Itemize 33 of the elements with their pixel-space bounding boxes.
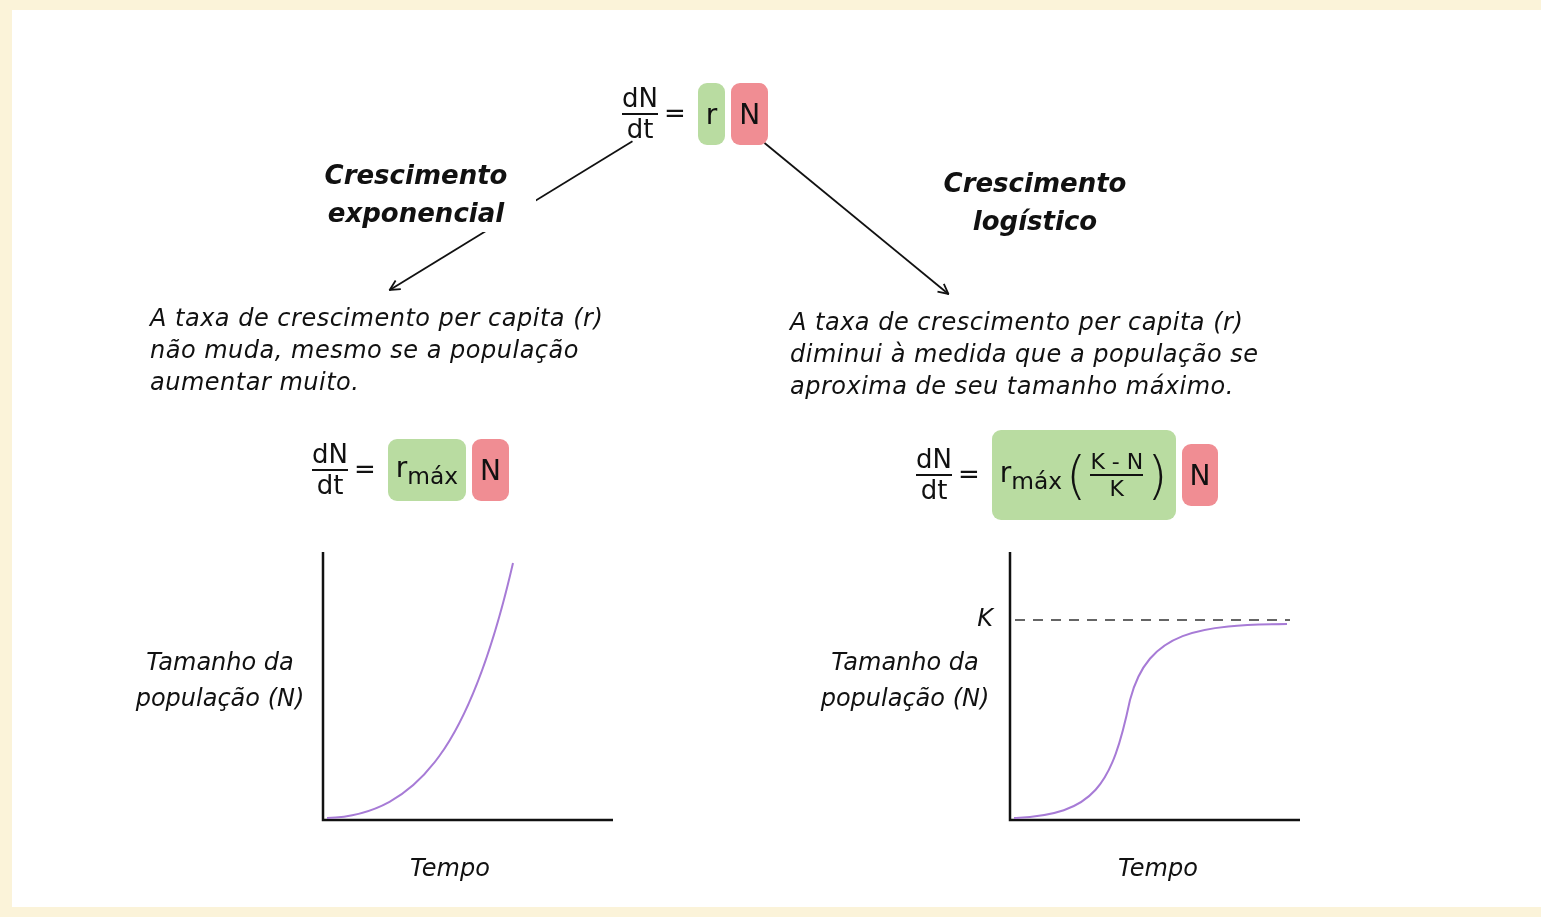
equals-sign: = — [957, 461, 980, 489]
fraction-denominator: K — [1109, 477, 1124, 501]
population-term — [1181, 444, 1219, 506]
axis-label: Tamanho da população (N) — [819, 647, 991, 714]
rate-symbol: r$_{máx}$ — [999, 455, 1063, 495]
population-symbol: N — [480, 453, 502, 487]
parenthesis: ) — [1147, 449, 1168, 501]
fraction-numerator: dN — [916, 445, 952, 473]
fraction-denominator: dt — [626, 116, 654, 144]
axis-label: Tempo — [1117, 853, 1199, 884]
description-text: A taxa de crescimento per capita (r) não muda, mesmo se a população aumentar muito. — [150, 302, 620, 398]
axis-label: K — [976, 603, 995, 634]
population-term — [472, 439, 510, 501]
description-text: A taxa de crescimento per capita (r) diminui à medida que a população se aproxima de seu tamanho máximo. — [790, 306, 1270, 402]
population-term — [731, 83, 769, 145]
equals-sign: = — [663, 100, 686, 128]
rate-term — [697, 83, 726, 145]
parenthesis: ( — [1066, 449, 1087, 501]
arrow — [763, 142, 950, 295]
rate-term — [387, 439, 467, 501]
fraction-numerator: K - N — [1090, 449, 1144, 473]
fraction-denominator: dt — [920, 477, 948, 505]
equals-sign: = — [353, 456, 376, 484]
fraction-denominator: dt — [316, 472, 344, 500]
axis-label: Tempo — [409, 853, 491, 884]
rate-symbol: r — [705, 97, 718, 131]
fraction-numerator: dN — [312, 440, 348, 468]
fraction-numerator: dN — [622, 84, 658, 112]
population-symbol: N — [739, 97, 761, 131]
population-symbol: N — [1189, 458, 1211, 492]
axis-label: Tamanho da população (N) — [134, 647, 306, 714]
rate-symbol: r$_{máx}$ — [395, 450, 459, 490]
rate-term — [991, 430, 1176, 520]
